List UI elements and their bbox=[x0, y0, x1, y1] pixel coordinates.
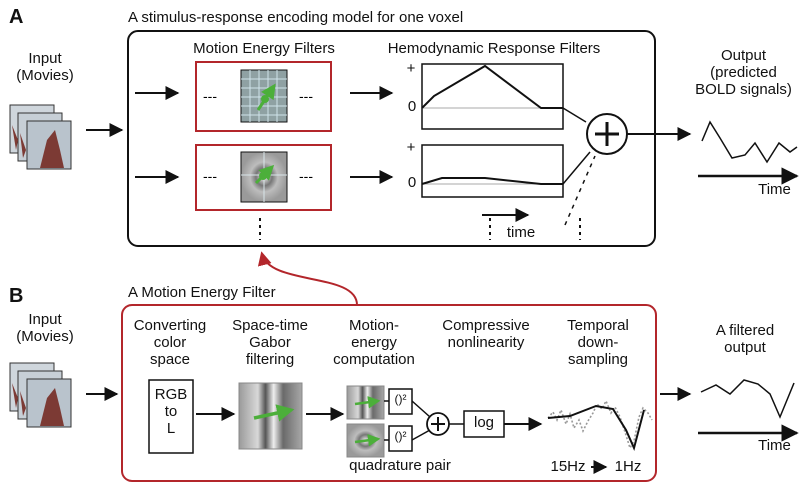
quadrature-filter-1 bbox=[346, 385, 385, 420]
hrf-header: Hemodynamic Response Filters bbox=[387, 40, 601, 57]
panel-b-letter: B bbox=[9, 285, 24, 307]
dashes-right-2: --- bbox=[299, 168, 313, 184]
bold-signal-curve bbox=[701, 120, 798, 164]
hrf-curve-2 bbox=[421, 177, 563, 185]
filtered-output-curve bbox=[700, 379, 795, 419]
line-dotted-to-sum bbox=[564, 155, 596, 226]
motion-filter-box-1 bbox=[195, 61, 332, 132]
time-label-a: time bbox=[506, 224, 536, 241]
output-label-a: Output (predicted BOLD signals) bbox=[695, 47, 792, 98]
input-label-b: Input (Movies) bbox=[16, 311, 74, 345]
step-converting-color-space: Converting color space bbox=[133, 317, 207, 368]
square-op-box-2 bbox=[388, 425, 413, 452]
motion-filter-thumb-2 bbox=[240, 151, 288, 203]
zoom-arrow-b-to-a bbox=[257, 251, 358, 306]
rate-to-label: 1Hz bbox=[614, 458, 642, 475]
panel-a-title: A stimulus-response encoding model for o… bbox=[128, 9, 464, 26]
motion-filter-thumb-1 bbox=[240, 69, 288, 123]
hrf1-plus: + bbox=[406, 60, 416, 77]
line-hrf2-to-sum bbox=[562, 151, 591, 185]
log-box bbox=[463, 410, 505, 438]
input-movies-stack-a bbox=[9, 104, 72, 170]
step-compressive-nonlinearity: Compressive nonlinearity bbox=[442, 317, 530, 351]
motion-energy-header: Motion Energy Filters bbox=[193, 40, 335, 57]
downsampled-1hz-signal bbox=[547, 404, 645, 452]
panel-a: --- --- --- --- bbox=[9, 30, 799, 247]
line-hrf1-to-sum bbox=[562, 107, 587, 123]
step-gabor-filtering: Space-time Gabor filtering bbox=[232, 317, 308, 368]
square-op-text-1: ()² bbox=[394, 392, 407, 406]
rgb-to-l-box bbox=[148, 379, 194, 454]
step-temporal-downsampling: Temporal down- sampling bbox=[567, 317, 629, 368]
hrf2-plus: + bbox=[406, 139, 416, 156]
panel-a-letter: A bbox=[9, 6, 24, 28]
time-axis-label-a: Time bbox=[758, 181, 791, 198]
dashes-left-1: --- bbox=[203, 88, 217, 104]
rate-from-label: 15Hz bbox=[550, 458, 586, 475]
encoding-model-box bbox=[127, 30, 656, 247]
time-axis-label-b: Time bbox=[758, 437, 791, 454]
input-label-a: Input (Movies) bbox=[16, 50, 74, 84]
dashes-right-1: --- bbox=[299, 88, 313, 104]
panel-b-title: A Motion Energy Filter bbox=[128, 284, 276, 301]
motion-energy-filter-box bbox=[121, 304, 657, 482]
gabor-filter-image bbox=[238, 382, 303, 450]
filtered-output-label: A filtered output bbox=[715, 322, 775, 356]
motion-filter-box-2 bbox=[195, 144, 332, 211]
square-op-text-2: ()² bbox=[394, 429, 407, 443]
step-motion-energy: Motion- energy computation bbox=[333, 317, 415, 368]
quadrature-pair-label: quadrature pair bbox=[349, 457, 451, 474]
hrf1-zero: 0 bbox=[407, 98, 417, 115]
input-movies-stack-b bbox=[9, 362, 72, 428]
rgb-to-l-text: RGB to L bbox=[154, 386, 188, 437]
hrf-curve-1 bbox=[421, 64, 563, 109]
quadrature-filter-2 bbox=[346, 423, 385, 458]
dashes-left-2: --- bbox=[203, 168, 217, 184]
log-text: log bbox=[473, 414, 495, 431]
hrf2-zero: 0 bbox=[407, 174, 417, 191]
panel-b bbox=[9, 304, 799, 482]
hrf-box-1 bbox=[421, 63, 564, 130]
hrf-box-2 bbox=[421, 144, 564, 198]
